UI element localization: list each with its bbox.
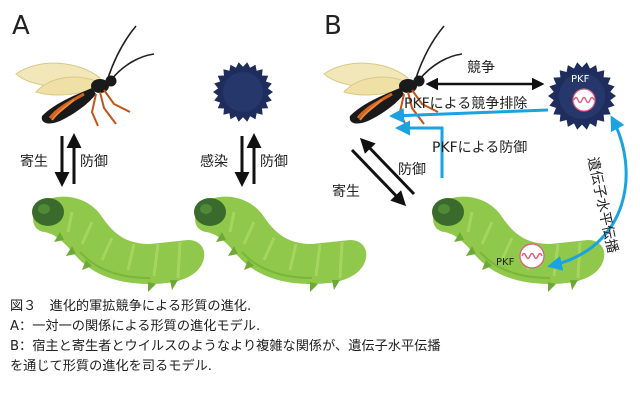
panel-a-letter: A [12,11,30,41]
caterpillar-illustration-b [430,195,606,294]
pkf-gene-virus [572,88,596,112]
hgt-arrow [547,115,628,271]
exclusion-label: PKFによる競争排除 [404,96,527,112]
pkf-defense-label: PKFによる防御 [432,140,527,156]
pkf-label-virus: PKF [571,74,590,85]
caption-line-1: 図３ 進化的軍拡競争による形質の進化. [10,299,252,314]
pkf-gene-host [519,243,545,269]
wasp-illustration-a [14,24,156,128]
hgt-label: 遺伝子水平伝播 [584,156,620,255]
caterpillar-illustration-a-left [30,195,206,294]
defense-label-a-right: 防御 [260,154,288,170]
caption-line-2: A：一対一の関係による形質の進化モデル. [10,319,261,334]
defense-label-a-left: 防御 [80,154,108,170]
infection-label-a: 感染 [200,153,228,170]
figure-caption: 図３ 進化的軍拡競争による形質の進化. A：一対一の関係による形質の進化モデル.… [10,297,630,377]
parasitism-label-a: 寄生 [20,153,48,170]
caption-line-4: を通じて形質の進化を司るモデル. [10,359,213,374]
exclusion-arrow [389,108,549,124]
virus-illustration-b: PKF [548,62,616,130]
competition-label: 競争 [467,60,495,76]
parasitism-arrow-b [350,148,407,207]
virus-illustration-a [213,62,273,122]
pkf-defense-arrow [395,120,444,178]
panel-b-letter: B [324,11,342,41]
caption-line-3: B：宿主と寄生者とウイルスのようなより複雑な関係が、遺伝子水平伝播 [10,339,441,354]
defense-label-b: 防御 [398,162,426,178]
parasitism-label-b: 寄生 [332,183,360,200]
pkf-label-host: PKF [496,257,515,268]
caterpillar-illustration-a-right [192,195,368,294]
defense-arrow-b [359,137,416,196]
